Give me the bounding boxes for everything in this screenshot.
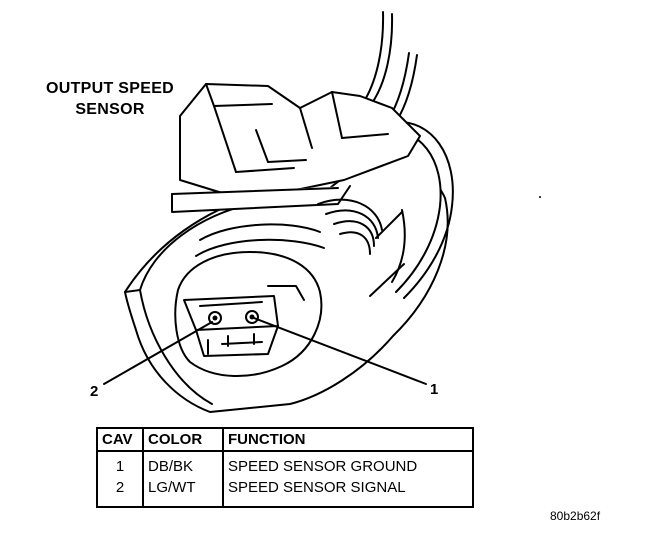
header-cav: CAV	[97, 428, 144, 452]
locking-tab	[171, 83, 421, 213]
header-color: COLOR	[143, 428, 224, 452]
pinout-table: CAV COLOR FUNCTION 1 DB/BK SPEED SENSOR …	[96, 427, 474, 508]
cell-cav: 2	[97, 477, 144, 507]
terminal-pins	[208, 310, 259, 325]
cell-cav: 1	[97, 451, 144, 477]
diagram-title: OUTPUT SPEED SENSOR	[22, 78, 198, 120]
table-row: 2 LG/WT SPEED SENSOR SIGNAL	[97, 477, 473, 507]
cell-function: SPEED SENSOR GROUND	[228, 458, 418, 475]
inner-coil	[195, 198, 383, 257]
table-row: 1 DB/BK SPEED SENSOR GROUND	[97, 451, 473, 477]
title-line-2: SENSOR	[75, 101, 145, 118]
leader-line-pin-1	[253, 317, 427, 385]
callout-pin-1: 1	[430, 381, 439, 398]
title-line-1: OUTPUT SPEED	[45, 80, 175, 97]
cell-color: DB/BK	[143, 451, 224, 477]
leader-line-pin-2	[103, 321, 213, 385]
header-function: FUNCTION	[223, 428, 473, 452]
figure-id: 80b2b62f	[550, 509, 601, 523]
callout-pin-2: 2	[90, 383, 99, 400]
cell-function: SPEED SENSOR SIGNAL	[228, 479, 406, 496]
cell-color: LG/WT	[143, 477, 224, 507]
table-header-row: CAV COLOR FUNCTION	[97, 428, 473, 452]
